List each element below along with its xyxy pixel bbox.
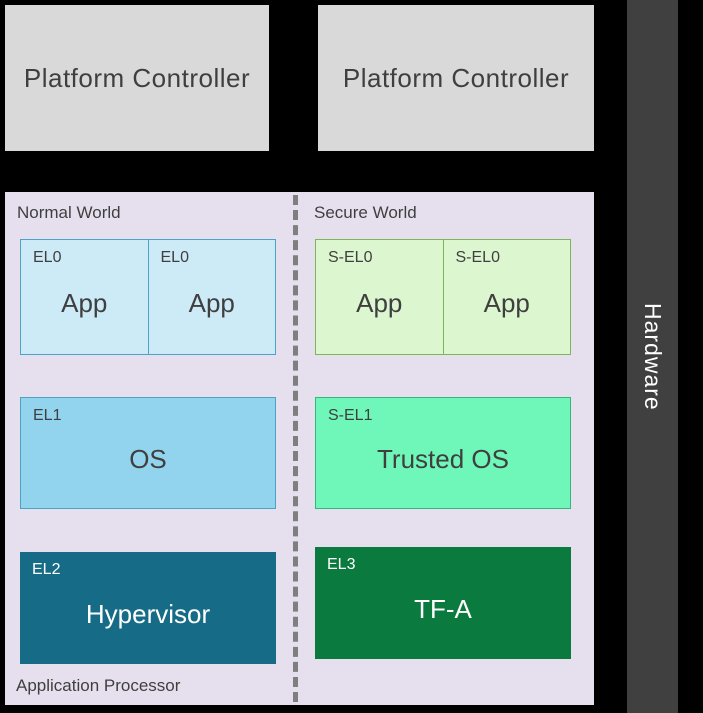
platform-controller-left: Platform Controller bbox=[5, 5, 269, 151]
platform-controller-right: Platform Controller bbox=[318, 5, 594, 151]
sel0-level-label: S-EL0 bbox=[455, 249, 500, 266]
el3-tfa-box: EL3 TF-A bbox=[315, 547, 571, 659]
sel0-app-box-1: S-EL0 App bbox=[315, 239, 444, 355]
el0-level-label: EL0 bbox=[160, 249, 189, 266]
el0-app-box-1: EL0 App bbox=[20, 239, 149, 355]
sel0-app-label: App bbox=[356, 288, 403, 318]
el1-os-box: EL1 OS bbox=[20, 397, 276, 509]
sel1-trusted-os-label: Trusted OS bbox=[377, 444, 509, 474]
world-divider-dashed-line bbox=[293, 195, 298, 702]
secure-world-label: Secure World bbox=[314, 203, 417, 222]
normal-world-el0-row: EL0 App EL0 App bbox=[20, 239, 276, 355]
sel0-app-label: App bbox=[483, 288, 530, 318]
application-processor-label: Application Processor bbox=[16, 676, 181, 695]
el0-level-label: EL0 bbox=[33, 249, 62, 266]
hardware-bar: Hardware bbox=[627, 0, 678, 713]
el0-app-label: App bbox=[188, 288, 235, 318]
secure-world-sel0-row: S-EL0 App S-EL0 App bbox=[315, 239, 571, 355]
el1-os-label: OS bbox=[129, 444, 167, 474]
el2-hypervisor-box: EL2 Hypervisor bbox=[20, 552, 276, 664]
sel1-level-label: S-EL1 bbox=[328, 407, 373, 424]
el0-app-label: App bbox=[61, 288, 108, 318]
el1-level-label: EL1 bbox=[33, 407, 62, 424]
el3-level-label: EL3 bbox=[327, 556, 356, 573]
sel0-level-label: S-EL0 bbox=[328, 249, 373, 266]
application-processor-box: Normal World Secure World EL0 App EL0 Ap… bbox=[5, 192, 594, 705]
el2-level-label: EL2 bbox=[32, 561, 61, 578]
el3-tfa-label: TF-A bbox=[414, 594, 472, 624]
el0-app-box-2: EL0 App bbox=[148, 239, 276, 355]
normal-world-label: Normal World bbox=[17, 203, 121, 222]
el2-hypervisor-label: Hypervisor bbox=[85, 599, 211, 629]
platform-controller-right-label: Platform Controller bbox=[342, 62, 570, 93]
hardware-label: Hardware bbox=[640, 302, 666, 411]
sel0-app-box-2: S-EL0 App bbox=[443, 239, 571, 355]
sel1-trusted-os-box: S-EL1 Trusted OS bbox=[315, 397, 571, 509]
platform-controller-left-label: Platform Controller bbox=[23, 62, 251, 93]
